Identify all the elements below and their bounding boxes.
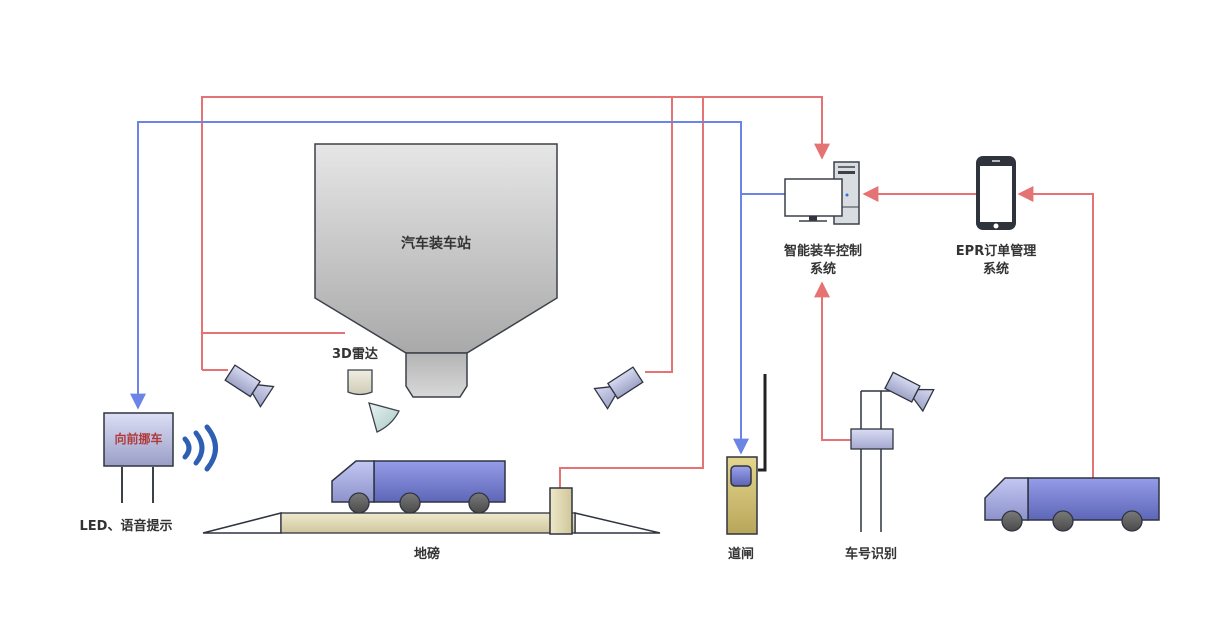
truck-on-scale-icon xyxy=(331,460,506,514)
smartphone-icon xyxy=(976,156,1016,230)
epr-system[interactable]: EPR订单管理 系统 xyxy=(956,156,1036,277)
loading-station[interactable]: 汽车装车站 xyxy=(314,143,558,398)
control-system[interactable]: 智能装车控制 系统 xyxy=(784,161,862,277)
epr-system-label-line2: 系统 xyxy=(983,261,1009,277)
weighbridge-label: 地磅 xyxy=(414,546,440,562)
broadcast-icon xyxy=(182,424,218,472)
red-link-plate xyxy=(814,281,851,441)
barrier-gate-label: 道闸 xyxy=(728,546,754,562)
radar-beam-icon xyxy=(368,402,400,433)
red-link-weighbridge xyxy=(559,97,704,488)
control-system-label-line1: 智能装车控制 xyxy=(784,243,862,259)
red-link-right-camera xyxy=(645,97,673,373)
control-system-label-line2: 系统 xyxy=(810,261,836,277)
right-camera-icon[interactable] xyxy=(593,365,644,410)
weighbridge-ramp-left xyxy=(202,512,282,534)
barrier-gate-window xyxy=(730,465,752,487)
blue-link-gate xyxy=(733,193,785,455)
monitor-icon xyxy=(784,178,843,222)
radar-label: 3D雷达 xyxy=(332,346,378,362)
plate-recognition-box xyxy=(850,428,894,450)
blue-link-led xyxy=(130,121,742,410)
incoming-truck-icon[interactable] xyxy=(984,477,1160,532)
red-link-truck xyxy=(1017,186,1094,478)
weighbridge-platform xyxy=(280,512,576,534)
weighbridge[interactable]: 地磅 xyxy=(202,487,661,562)
weighbridge-sensor-post xyxy=(549,487,573,535)
epr-system-label-line1: EPR订单管理 xyxy=(956,243,1036,259)
led-sign-display-text: 向前挪车 xyxy=(114,431,162,446)
led-sign-label: LED、语音提示 xyxy=(80,518,173,534)
red-link-top-bus xyxy=(201,96,830,370)
left-camera-icon[interactable] xyxy=(224,363,275,408)
radar-3d[interactable]: 3D雷达 xyxy=(332,346,400,433)
connections xyxy=(130,96,1094,488)
plate-camera-icon xyxy=(884,371,935,413)
barrier-gate[interactable]: 道闸 xyxy=(726,374,767,562)
hopper-spout xyxy=(405,352,468,398)
led-sign[interactable]: 向前挪车 LED、语音提示 xyxy=(80,412,174,534)
barrier-arm xyxy=(758,374,767,472)
plate-recognition[interactable]: 车号识别 xyxy=(845,370,935,562)
radar-sensor-icon xyxy=(347,369,373,396)
plate-recognition-label: 车号识别 xyxy=(845,546,897,562)
weighbridge-ramp-right xyxy=(574,512,661,534)
loading-station-label: 汽车装车站 xyxy=(401,235,471,252)
led-sign-board xyxy=(103,412,174,467)
